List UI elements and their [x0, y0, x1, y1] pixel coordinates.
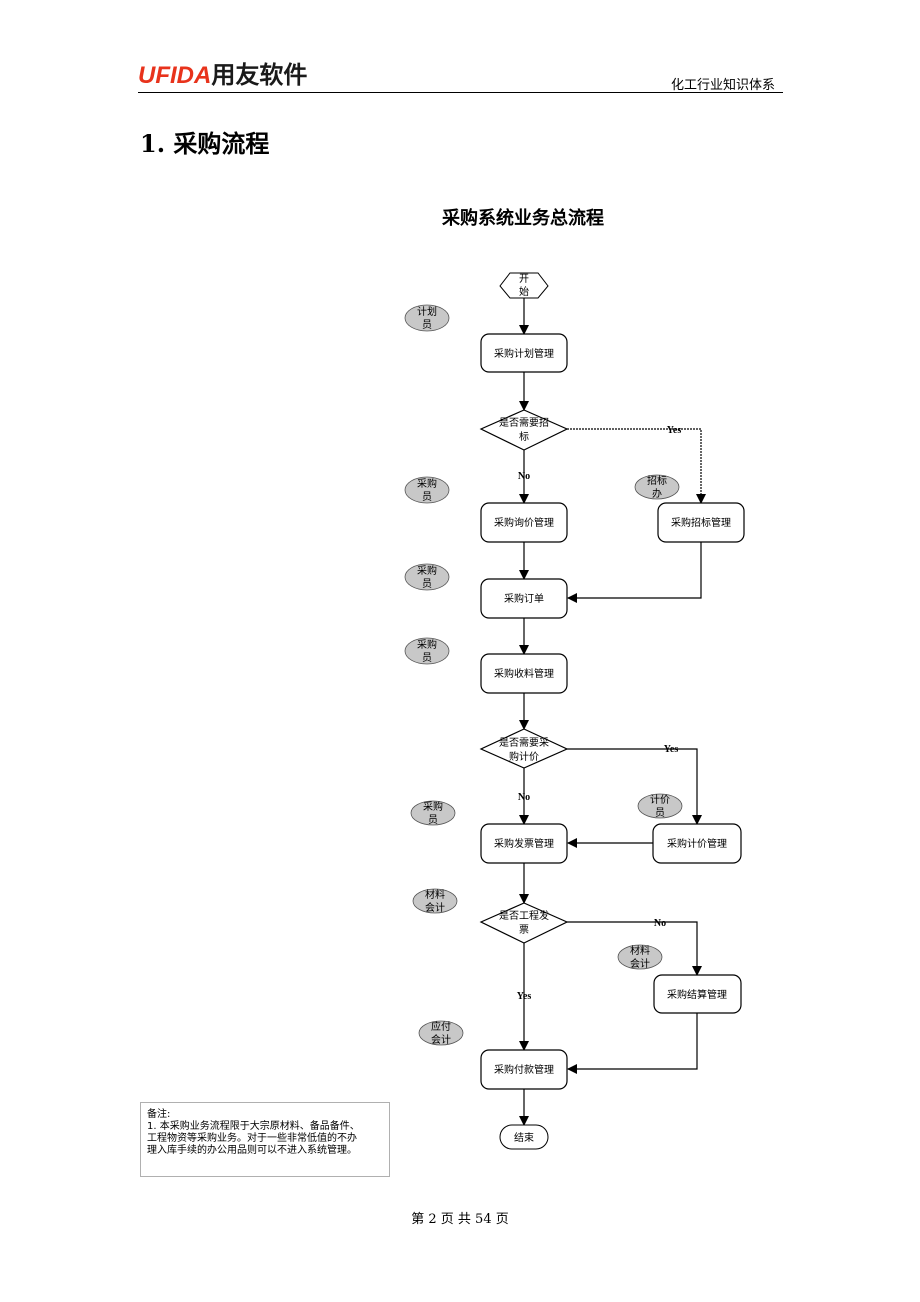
role-buyer-4-line1: 采购 [423, 800, 443, 813]
edge-label-no-pricing: No [518, 792, 530, 803]
edge-label-no-tender: No [518, 471, 530, 482]
role-ap-acct-line1: 应付 [431, 1020, 451, 1033]
role-ap-acct-line2: 会计 [431, 1033, 451, 1046]
box-invoice-label: 采购发票管理 [494, 837, 554, 850]
role-material-acct-2-line2: 会计 [630, 957, 650, 970]
decision-need-pricing-line1: 是否需要采 [499, 737, 549, 749]
remarks-line-3: 理入库手续的办公用品则可以不进入系统管理。 [147, 1145, 357, 1156]
edge-label-yes-invoice: Yes [517, 991, 532, 1002]
role-tender-office-line1: 招标 [647, 474, 667, 487]
role-buyer-3 [404, 637, 450, 665]
page-number: 第 2 页 共 54 页 [411, 1212, 509, 1227]
decision-need-tender-line2: 标 [519, 431, 529, 443]
header-divider [138, 92, 783, 93]
box-inquiry-label: 采购询价管理 [494, 516, 554, 529]
box-tender [657, 502, 745, 543]
section-title: 1. 采购流程 [140, 129, 270, 158]
decision-engineering-invoice-line2: 票 [519, 924, 529, 936]
role-material-acct-1 [412, 888, 458, 914]
role-buyer-3-line1: 采购 [417, 638, 437, 651]
end-terminal [499, 1124, 549, 1150]
decision-need-pricing-line2: 购计价 [509, 750, 539, 763]
start-label-1: 开 [519, 274, 529, 285]
role-tender-office [634, 474, 680, 500]
box-settle [653, 974, 742, 1014]
role-buyer-1-line2: 员 [422, 491, 432, 503]
edge-label-yes-tender: Yes [667, 425, 682, 436]
remarks-box: 备注: 1. 本采购业务流程限于大宗原材料、备品备件、 工程物资等采购业务。对于… [140, 1102, 390, 1177]
logo-cn: 用友软件 [211, 62, 308, 89]
box-invoice [480, 823, 568, 864]
decision-engineering-invoice-line1: 是否工程发 [499, 909, 549, 922]
start-label-2: 始 [519, 285, 529, 298]
decision-need-tender-line1: 是否需要招 [499, 416, 549, 429]
box-receive-label: 采购收料管理 [494, 667, 554, 680]
box-pricing-label: 采购计价管理 [667, 837, 727, 850]
decision-need-tender [479, 409, 569, 451]
box-order-label: 采购订单 [504, 592, 544, 605]
role-material-acct-1-line1: 材料 [425, 888, 445, 901]
role-pricer-line1: 计价 [650, 793, 670, 806]
decision-engineering-invoice [479, 902, 569, 944]
role-material-acct-2 [617, 944, 663, 970]
role-pricer-line2: 员 [655, 807, 665, 819]
box-tender-label: 采购招标管理 [671, 516, 731, 529]
role-ap-acct [418, 1020, 464, 1046]
role-buyer-4 [410, 800, 456, 826]
role-material-acct-1-line2: 会计 [425, 901, 445, 914]
box-settle-label: 采购结算管理 [667, 988, 727, 1001]
remarks-line-2: 工程物资等采购业务。对于一些非常低值的不办 [147, 1133, 357, 1144]
box-order [480, 578, 568, 619]
box-payment-label: 采购付款管理 [494, 1063, 554, 1076]
remarks-label: 备注: [147, 1109, 171, 1120]
logo-brand: UFIDA [138, 62, 212, 89]
edge-label-no-invoice: No [654, 918, 666, 929]
role-buyer-1-line1: 采购 [417, 477, 437, 490]
role-buyer-1 [404, 476, 450, 504]
role-planner-line2: 员 [422, 319, 432, 331]
role-planner [404, 304, 450, 332]
box-inquiry [480, 502, 568, 543]
edge-label-yes-pricing: Yes [664, 744, 679, 755]
role-planner-line1: 计划 [417, 305, 437, 318]
role-material-acct-2-line1: 材料 [630, 944, 650, 957]
box-receive [480, 653, 568, 694]
end-label: 结束 [514, 1131, 534, 1144]
role-buyer-2 [404, 563, 450, 591]
remarks-line-1: 1. 本采购业务流程限于大宗原材料、备品备件、 [147, 1121, 360, 1132]
role-buyer-2-line1: 采购 [417, 564, 437, 577]
company-logo: UFIDA用友软件 [138, 62, 307, 90]
box-plan [480, 333, 568, 373]
diagram-title: 采购系统业务总流程 [441, 207, 604, 229]
box-pricing [652, 823, 742, 864]
box-plan-label: 采购计划管理 [494, 347, 554, 360]
start-terminal [499, 272, 549, 299]
role-pricer [637, 793, 683, 819]
role-buyer-3-line2: 员 [422, 652, 432, 664]
document-title: 化工行业知识体系 [671, 78, 776, 93]
role-buyer-4-line2: 员 [428, 814, 438, 826]
role-tender-office-line2: 办 [652, 487, 662, 500]
box-payment [480, 1049, 568, 1090]
role-buyer-2-line2: 员 [422, 578, 432, 590]
decision-need-pricing [479, 728, 569, 769]
